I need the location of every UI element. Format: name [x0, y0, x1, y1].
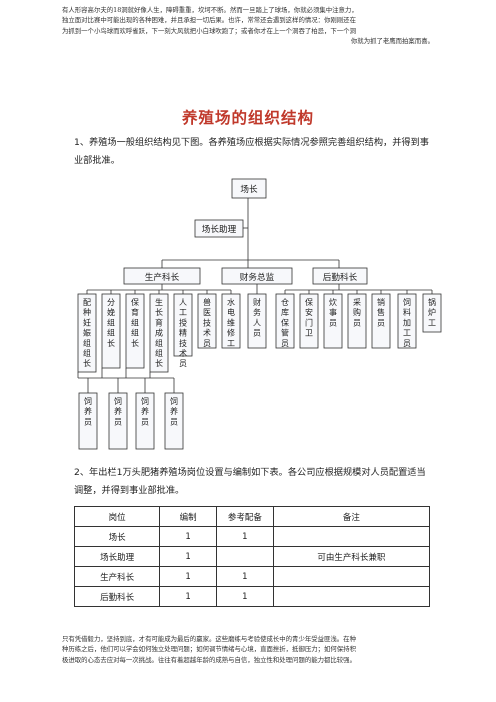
org-node-production-unit: 分娩组组长	[101, 293, 121, 369]
org-node-label: 财务总监	[240, 271, 275, 283]
org-node-label: 保安门卫	[305, 297, 313, 338]
org-node-label: 饲养员	[141, 396, 149, 426]
org-node-feeder: 饲养员	[78, 392, 98, 450]
table-cell	[272, 566, 431, 587]
org-node-label: 保育组组长	[131, 297, 139, 348]
header-line: 独立面对比赛中可能出现的各种困难，并且承担一切后果。也许，常常还会遇到这样的情况…	[62, 16, 356, 25]
table-cell: 1	[215, 526, 274, 547]
header-note: 有人形容高尔夫的18洞就好像人生，障碍重重，坎坷不断。然而一旦踏上了球场，你就必…	[62, 5, 434, 46]
org-node-label: 饲养员	[114, 396, 122, 426]
org-node-feeder: 饲养员	[135, 392, 155, 450]
col-header-reference: 参考配备	[215, 506, 274, 527]
footer-line: 极进取的心态去应对每一次挑战。往往有着超越年龄的成熟与自信，独立性和处理问题的能…	[62, 655, 356, 664]
table-cell: 1	[215, 586, 274, 607]
org-node-label: 水电维修工	[227, 297, 235, 348]
table-cell: 1	[159, 526, 217, 547]
table-cell: 1	[159, 566, 217, 587]
table-cell: 1	[215, 566, 274, 587]
org-node-label: 分娩组组长	[107, 298, 115, 348]
org-node-production-unit: 水电维修工	[221, 293, 241, 349]
org-node-production-unit: 配种妊娠组组长	[77, 293, 97, 373]
org-node-label: 场长助理	[202, 223, 237, 235]
org-node-production-unit: 兽医技术员	[197, 293, 217, 349]
col-header-quota: 编制	[159, 506, 217, 527]
org-node-label: 仓库保管员	[281, 297, 289, 348]
org-node-label: 配种妊娠组组长	[83, 298, 91, 368]
table-cell: 1	[159, 586, 217, 607]
org-node-feeder: 饲养员	[164, 392, 184, 450]
org-node-logistics-unit: 饲料加工员	[397, 293, 417, 349]
org-node-finance-unit: 财务人员	[247, 293, 267, 349]
table-cell: 1	[159, 546, 217, 567]
table-cell: 生产科长	[73, 566, 161, 587]
org-node-production-unit: 保育组组长	[125, 293, 145, 369]
org-node-label: 采购员	[353, 297, 361, 327]
org-node-top: 场长	[231, 178, 267, 199]
org-node-label: 饲料加工员	[403, 297, 411, 348]
table-row: 生产科长 1 1	[73, 566, 431, 587]
org-node-logistics-unit: 采购员	[347, 293, 367, 349]
org-node-label: 兽医技术员	[203, 297, 211, 348]
staff-table: 岗位 编制 参考配备 备注 场长 1 1 场长助理 1 可由生产科长兼职 生产科…	[73, 506, 431, 607]
org-feeder-units: 饲养员 饲养员 饲养员 饲养员	[78, 392, 184, 450]
org-node-production-head: 生产科长	[123, 267, 201, 285]
col-header-remark: 备注	[272, 506, 431, 527]
org-connectors	[77, 198, 433, 393]
org-node-logistics-unit: 炊事员	[323, 293, 343, 349]
org-node-label: 饲养员	[170, 396, 178, 426]
header-line: 你就为抓了老鹰而拍案而喜。	[350, 36, 434, 45]
org-node-logistics-head: 后勤科长	[312, 267, 368, 285]
org-logistics-units: 仓库保管员 保安门卫 炊事员 采购员 销售员 饲料加工员 锅炉工	[275, 293, 442, 349]
table-cell	[272, 526, 431, 547]
org-node-label: 炊事员	[329, 297, 337, 327]
org-node-logistics-unit: 仓库保管员	[275, 293, 295, 349]
col-header-position: 岗位	[73, 506, 161, 527]
table-cell: 后勤科长	[73, 586, 161, 607]
org-node-finance-head: 财务总监	[221, 267, 293, 285]
org-node-label: 饲养员	[84, 396, 92, 426]
table-cell: 可由生产科长兼职	[272, 546, 431, 567]
footer-note: 只有凭借毅力，坚持到底，才有可能成为最后的赢家。这些磨练与考验使成长中的青少年受…	[62, 634, 434, 665]
page-title: 养殖场的组织结构	[181, 109, 314, 127]
org-node-label: 生产科长	[145, 271, 180, 283]
org-node-logistics-unit: 锅炉工	[422, 293, 442, 333]
table-row: 场长 1 1	[73, 526, 431, 547]
table-cell: 场长助理	[73, 546, 161, 567]
org-node-logistics-unit: 保安门卫	[299, 293, 319, 349]
footer-line: 只有凭借毅力，坚持到底，才有可能成为最后的赢家。这些磨练与考验使成长中的青少年受…	[62, 635, 356, 643]
org-node-logistics-unit: 销售员	[371, 293, 391, 349]
org-production-units: 配种妊娠组组长 分娩组组长 保育组组长 生长育成组组长 人工授精技术员 兽医技术员 水电维修…	[77, 293, 241, 373]
header-line: 为抓到一个小鸟球而欢呼雀跃，下一刻大风就把小白球吹跑了；或者你才在上一个洞吞了柏…	[62, 26, 356, 35]
intro-paragraph-1: 1、养殖场一般组织结构见下图。各养殖场应根据实际情况参照完善组织结构，并得到事业…	[74, 137, 429, 166]
org-node-feeder: 饲养员	[108, 392, 128, 450]
org-node-production-unit: 生长育成组组长	[149, 293, 169, 373]
table-cell: 场长	[73, 526, 161, 547]
table-header-row: 岗位 编制 参考配备 备注	[73, 506, 431, 527]
org-node-label: 人工授精技术员	[179, 298, 187, 368]
org-node-label: 后勤科长	[323, 271, 358, 283]
org-node-production-unit: 人工授精技术员	[173, 293, 193, 368]
footer-line: 种历练之后，他们可以学会如何独立处理问题；如何调节情绪与心境，直面挫折，抵御压力…	[62, 645, 356, 654]
table-row: 场长助理 1 可由生产科长兼职	[73, 546, 431, 567]
org-node-label: 场长	[240, 183, 258, 195]
table-cell	[215, 546, 274, 567]
org-node-label: 销售员	[377, 297, 385, 327]
header-line: 有人形容高尔夫的18洞就好像人生，障碍重重，坎坷不断。然而一旦踏上了球场，你就必…	[62, 6, 358, 14]
table-cell	[272, 586, 431, 607]
table-row: 后勤科长 1 1	[73, 586, 431, 607]
org-finance-units: 财务人员	[247, 293, 267, 349]
org-node-label: 生长育成组组长	[155, 297, 163, 368]
org-node-label: 财务人员	[253, 297, 261, 338]
org-node-assistant: 场长助理	[194, 219, 244, 238]
intro-paragraph-2: 2、年出栏1万头肥猪养殖场岗位设置与编制如下表。各公司应根据规模对人员配置适当调…	[74, 467, 426, 496]
org-node-label: 锅炉工	[428, 297, 436, 327]
